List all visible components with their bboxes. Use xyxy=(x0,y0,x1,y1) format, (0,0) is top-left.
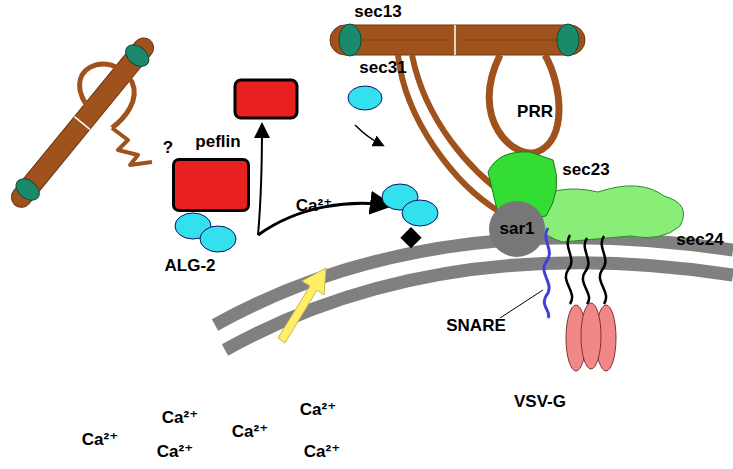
sec13-31-rod xyxy=(330,24,585,56)
sec23-label: sec23 xyxy=(562,161,609,180)
sec13-31-rod xyxy=(5,32,160,213)
node-text: ALG-2 xyxy=(165,257,216,276)
node-text: sec24 xyxy=(676,231,723,250)
binding-arrow xyxy=(355,125,382,145)
alg2-oval xyxy=(200,226,236,252)
leader-line xyxy=(500,290,543,318)
protein-label: sec13 xyxy=(354,3,401,22)
ion-label: Ca²⁺ xyxy=(162,409,198,428)
receptor-strand xyxy=(566,235,572,304)
node-text: VSV-G xyxy=(514,393,566,412)
alg2-oval xyxy=(402,200,438,226)
vsvg-label: VSV-G xyxy=(514,393,566,412)
node-text: peflin xyxy=(195,133,240,152)
peflin-box xyxy=(235,80,297,118)
alg2-oval xyxy=(348,86,382,110)
ion-label: Ca²⁺ xyxy=(82,431,118,450)
protein-label: SNARE xyxy=(446,317,506,336)
prr-squiggle xyxy=(112,128,152,165)
ion-label: Ca²⁺ xyxy=(157,443,193,462)
ion-label: Ca²⁺ xyxy=(232,423,268,442)
prr-loop xyxy=(489,55,559,153)
peflin-box: peflin xyxy=(172,158,250,212)
node-text: sar1 xyxy=(500,220,535,239)
ion-label: Ca²⁺ xyxy=(304,443,340,462)
binding-site-diamond xyxy=(400,227,421,248)
question-mark: ? xyxy=(163,139,173,158)
vsvg-subunit xyxy=(581,303,601,369)
node-text: sec23 xyxy=(562,161,609,180)
receptor-strand xyxy=(600,236,606,304)
ion-label: Ca²⁺ xyxy=(300,401,336,420)
sec31-loop xyxy=(80,64,135,128)
alg2-label: ALG-2 xyxy=(165,257,216,276)
domain-label: PRR xyxy=(517,103,553,122)
receptor-strand xyxy=(583,238,589,304)
release-arrow xyxy=(258,126,262,235)
ion-label: Ca²⁺ xyxy=(296,197,332,216)
protein-label: sec31 xyxy=(359,59,406,78)
membrane-leaflet xyxy=(225,263,733,350)
sec24-label: sec24 xyxy=(676,231,723,250)
sar1-circle: sar1 xyxy=(489,201,545,257)
calcium-flux-arrow xyxy=(278,268,326,343)
snare-strand xyxy=(544,228,550,318)
